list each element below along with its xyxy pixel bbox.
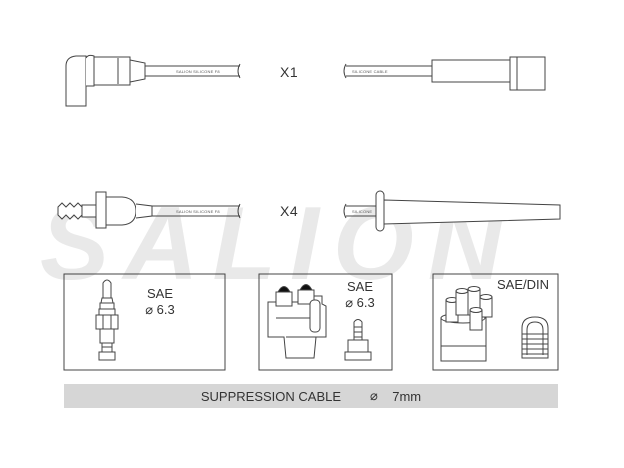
cable-segment-right-2 [343,203,376,219]
cable-segment-left-2 [152,203,241,219]
terminal-standard-3: SAE/DIN [496,277,549,292]
terminal-box-1 [63,273,226,371]
terminal-label-3: SAE/DIN [490,277,556,293]
straight-distributor-boot [431,56,546,91]
footer-label: SUPPRESSION CABLE [200,388,342,404]
terminal-standard-2: SAE [346,279,373,294]
suppression-cable-bar: SUPPRESSION CABLE ⌀ 7mm [64,384,558,408]
distributor-cap-icon [267,284,327,359]
cable-print-right-2: SILICONE [352,209,373,214]
terminal-label-1: SAE ⌀ 6.3 [132,286,188,318]
terminal-size-2: ⌀ 6.3 [345,295,375,310]
spark-plug-terminal-icon [95,279,119,361]
cable-print-left-2: SALION SILICONE F8 [176,209,220,214]
tapered-distributor-boot [375,190,561,232]
cable-print-right-1: SILICONE CABLE [352,69,388,74]
terminal-box-2 [258,273,393,371]
terminal-label-2: SAE ⌀ 6.3 [332,279,388,311]
spark-plug-terminal-end [57,191,153,229]
cable-segment-right-1 [343,63,432,79]
din-distributor-cap-icon [440,286,493,362]
cable-diameter: 7mm [392,388,422,404]
quantity-label-x1: X1 [280,64,299,80]
quantity-label-x4: X4 [280,203,299,219]
terminal-size-1: ⌀ 6.3 [145,302,175,317]
ribbed-terminal-socket-icon [521,316,549,359]
diameter-symbol: ⌀ [369,388,378,403]
terminal-box-3 [432,273,559,371]
cable-segment-left-1 [145,63,241,79]
terminal-standard-1: SAE [146,286,173,301]
cable-print-left-1: SALION SILICONE F8 [176,69,220,74]
small-spark-plug-terminal-icon [344,319,372,361]
angled-spark-plug-boot [65,54,146,107]
